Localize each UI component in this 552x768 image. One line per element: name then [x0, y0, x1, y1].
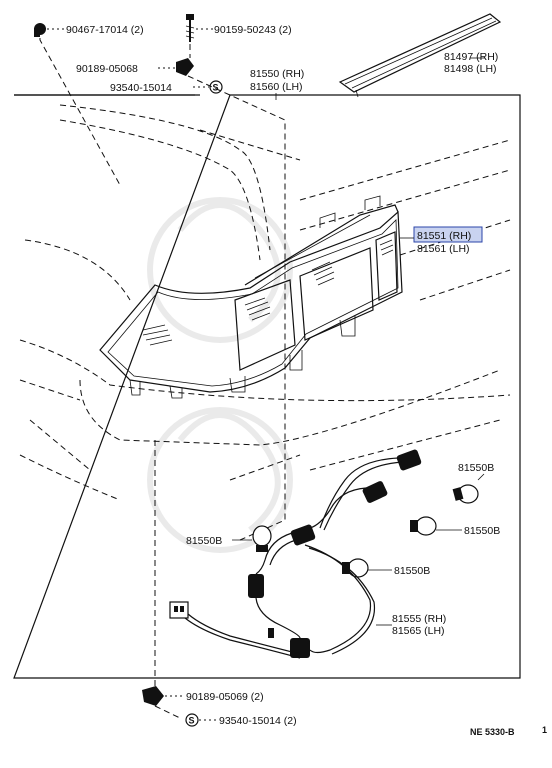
label-81498-lh: 81498 (LH)	[444, 63, 497, 75]
leader-washer-bottom	[154, 705, 181, 719]
leader-nut-to-housing	[187, 75, 286, 541]
diagram-code: NE 5330-B	[470, 727, 515, 737]
watermark-emblem	[147, 197, 293, 553]
bulb-icon-4	[252, 525, 272, 552]
wire-harness	[169, 449, 422, 659]
label-81550b-3: 81550B	[394, 565, 430, 577]
washer-s-bottom-icon: S	[185, 713, 199, 727]
frame-border	[13, 94, 521, 679]
edge-mark: 1	[542, 725, 547, 735]
garnish-strip	[338, 13, 502, 98]
label-81555-rh: 81555 (RH)	[392, 613, 446, 625]
label-90159: 90159-50243 (2)	[214, 24, 292, 36]
label-81550b-2: 81550B	[464, 525, 500, 537]
label-90189-top: 90189-05068	[76, 63, 138, 75]
highlight-81551	[413, 226, 483, 243]
bulb-icon-1	[452, 484, 479, 504]
label-81560-lh: 81560 (LH)	[250, 81, 303, 93]
label-90189-bottom: 90189-05069 (2)	[186, 691, 264, 703]
label-81565-lh: 81565 (LH)	[392, 625, 445, 637]
label-81550b-4: 81550B	[186, 535, 222, 547]
leader-clip-to-lamp	[39, 38, 121, 186]
label-93540-bottom: 93540-15014 (2)	[219, 715, 297, 727]
screw-90159-icon	[185, 14, 195, 42]
car-body-outline	[19, 104, 511, 501]
label-81551-rh: 81551 (RH)	[417, 230, 471, 242]
label-81550b-1: 81550B	[458, 462, 494, 474]
nut-90189-bottom-icon	[142, 686, 164, 706]
label-81550-rh: 81550 (RH)	[250, 68, 304, 80]
leader-81550b-1	[477, 473, 485, 481]
bulb-icon-2	[410, 516, 437, 536]
combination-lamp	[99, 195, 403, 399]
svg-text:S: S	[189, 716, 195, 726]
svg-text:S: S	[213, 83, 219, 93]
washer-s-icon: S	[209, 80, 223, 94]
label-93540-top: 93540-15014	[110, 82, 172, 94]
clip-90467-icon	[34, 23, 46, 37]
nut-90189-icon	[176, 58, 194, 76]
label-81497-rh: 81497 (RH)	[444, 51, 498, 63]
label-90467: 90467-17014 (2)	[66, 24, 144, 36]
label-81561-lh: 81561 (LH)	[417, 243, 470, 255]
